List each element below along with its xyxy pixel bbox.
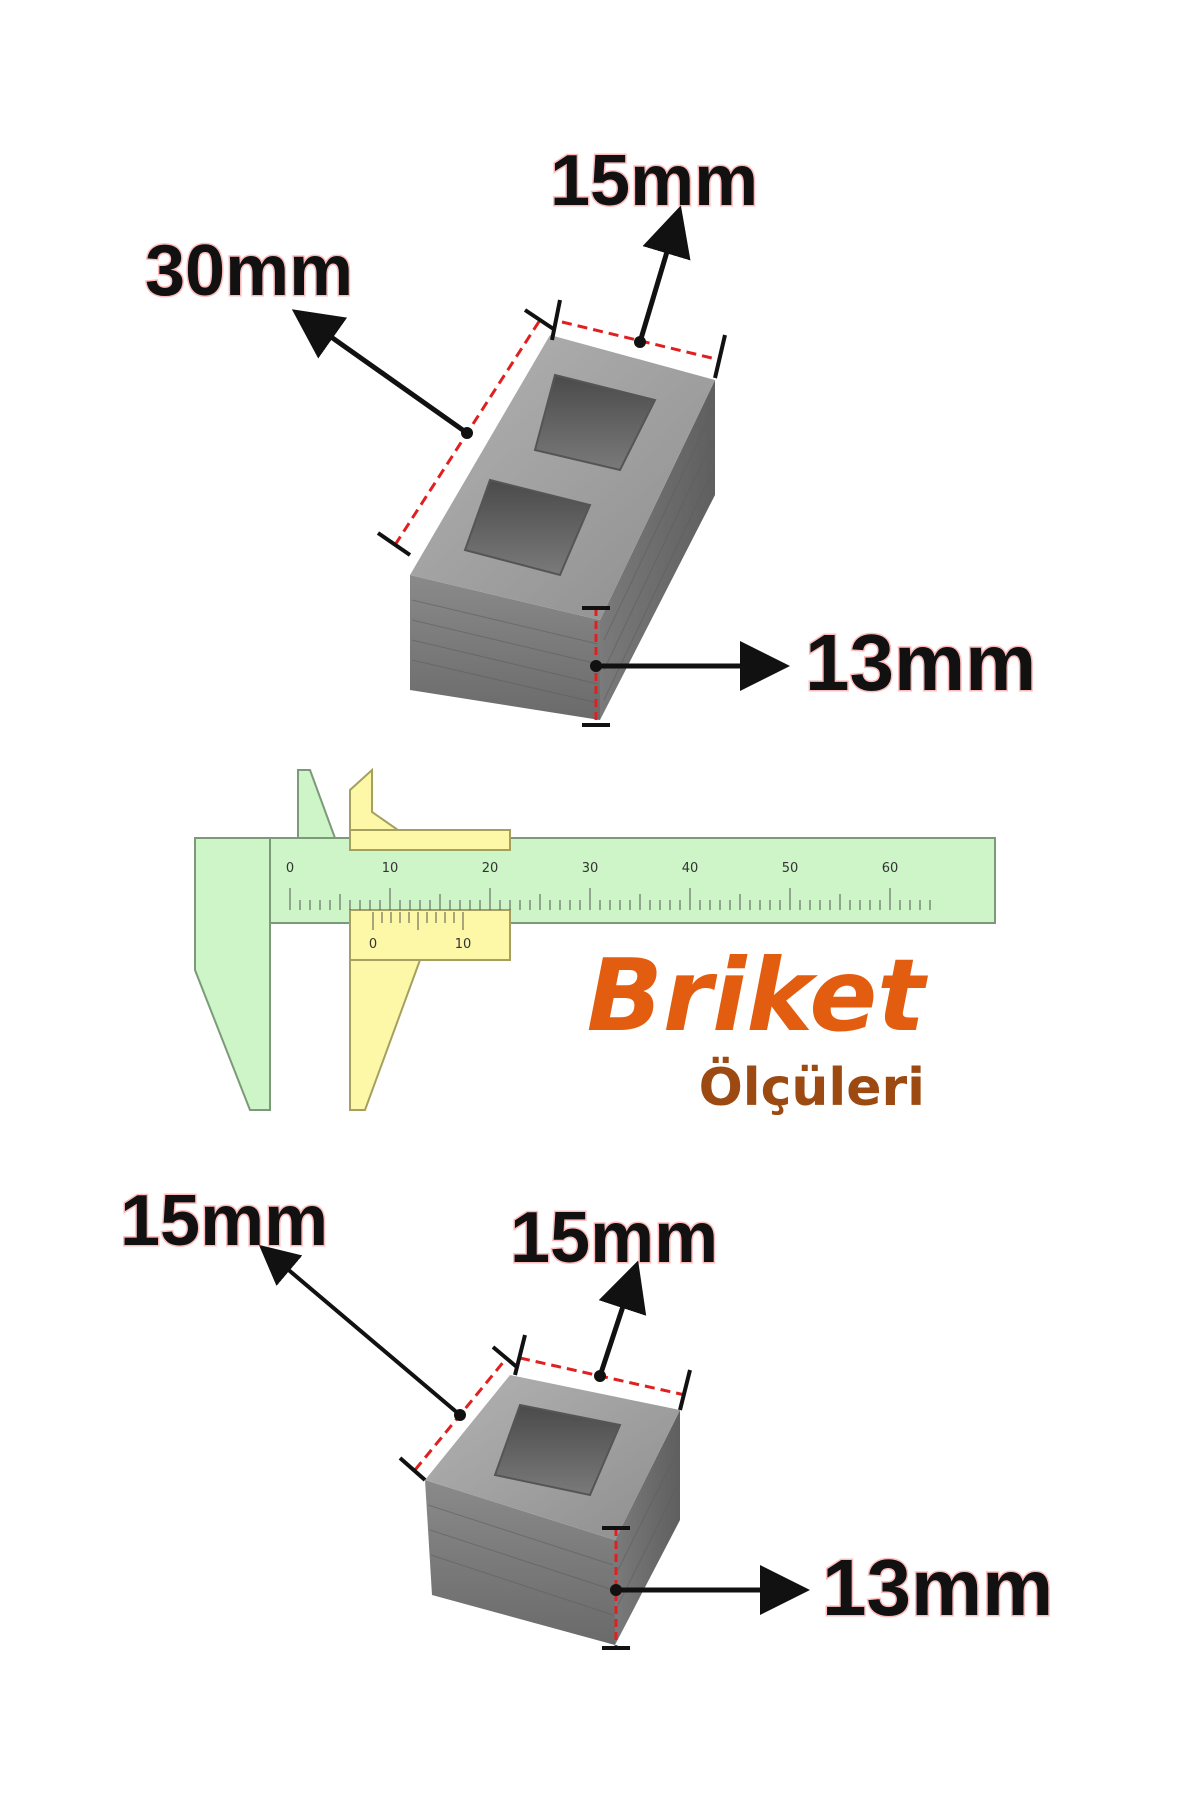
small-length-tick-b	[491, 1345, 520, 1370]
small-block-side-face	[615, 1410, 680, 1645]
small-block-hole	[493, 1403, 622, 1497]
caliper-moving-jaw	[349, 959, 422, 1111]
caliper-illustration: 0 10 20 30 40 50 60 0 10	[194, 767, 996, 1111]
large-block-hole-1	[533, 373, 657, 472]
large-block: 30mm 15mm 13mm	[144, 140, 1038, 727]
small-width-tick-b	[678, 1369, 692, 1411]
vernier-scale-number: 0	[369, 937, 377, 952]
caliper-moving-upper-jaw	[349, 767, 402, 838]
caliper-fixed-upper-jaw	[297, 769, 337, 839]
large-height-label: 13mm	[805, 618, 1036, 707]
page-title: Briket	[587, 937, 929, 1054]
large-width-arrow	[637, 205, 691, 343]
caliper-main-ticks	[289, 888, 931, 910]
small-block-layer-lines	[427, 1449, 679, 1616]
vernier-scale-number: 10	[455, 937, 472, 952]
small-length-tick-a	[398, 1456, 427, 1482]
main-scale-number: 20	[482, 861, 499, 876]
large-width-tick-b	[713, 334, 727, 379]
caliper-fixed-jaw	[194, 837, 271, 1111]
main-scale-number: 30	[582, 861, 599, 876]
main-scale-number: 40	[682, 861, 699, 876]
large-block-side-face	[600, 380, 715, 720]
caliper-vernier-slide	[349, 909, 511, 961]
small-height-label: 13mm	[822, 1543, 1053, 1632]
small-width-label: 15mm	[510, 1198, 718, 1278]
main-scale-number: 0	[286, 861, 294, 876]
main-scale-number: 50	[782, 861, 799, 876]
page-subtitle: Ölçüleri	[699, 1056, 925, 1118]
small-block: 15mm 15mm 13mm	[119, 1180, 1055, 1650]
large-width-label: 15mm	[550, 141, 758, 221]
caliper-vernier-ticks	[372, 912, 464, 930]
small-block-front-face	[425, 1480, 615, 1645]
title-block: Briket Ölçüleri	[587, 937, 929, 1118]
main-scale-number: 10	[382, 861, 399, 876]
small-width-arrow	[597, 1260, 647, 1377]
large-length-tick-b	[523, 308, 557, 332]
large-block-hole-2	[463, 478, 592, 577]
main-scale-number: 60	[882, 861, 899, 876]
small-width-tick-a	[513, 1334, 527, 1376]
small-length-arrow	[258, 1244, 462, 1417]
large-length-label: 30mm	[145, 231, 353, 311]
large-length-tick-a	[376, 531, 412, 557]
caliper-main-scale	[194, 837, 996, 924]
large-width-tick-a	[550, 299, 562, 341]
caliper-vernier-top	[349, 829, 511, 851]
small-length-label: 15mm	[120, 1181, 328, 1261]
large-block-layer-lines	[411, 409, 714, 704]
large-length-arrow	[291, 309, 469, 436]
